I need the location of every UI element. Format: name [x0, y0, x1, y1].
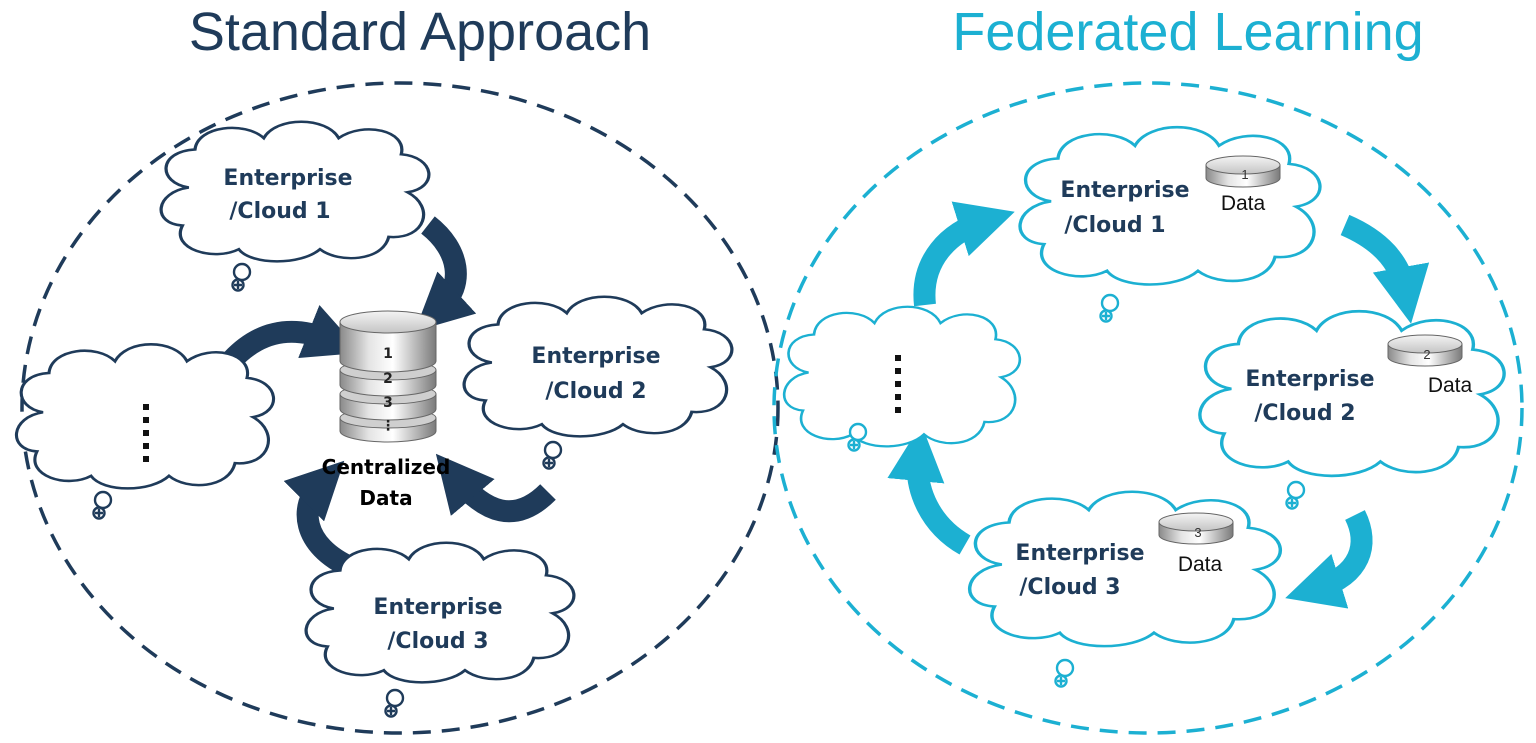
standard-cloud-2-label-line1: Enterprise [531, 344, 660, 369]
central-database-icon [339, 310, 437, 443]
standard-cloud-2-label-line2: /Cloud 2 [545, 379, 646, 404]
central-disk-label-3: 3 [383, 395, 393, 411]
arrow-c1-to-central [414, 216, 477, 332]
federated-cloud-3 [967, 490, 1283, 648]
federated-cloud-2-label-line2: /Cloud 2 [1254, 401, 1355, 426]
standard-cloud-dots-bubble-icon [92, 490, 113, 520]
federated-cloud-1-bubble-icon [1099, 293, 1120, 323]
federated-cloud-3-disk-number: 3 [1194, 525, 1201, 540]
federated-cloud-3-data-label: Data [1178, 553, 1223, 576]
central-label-line2: Data [359, 486, 412, 510]
central-disk-label-4: ⋮ [381, 418, 395, 434]
standard-cloud-1-bubble-icon [231, 262, 252, 292]
central-label-line1: Centralized [322, 455, 451, 479]
federated-cloud-3-bubble-icon [1054, 658, 1075, 688]
standard-title: Standard Approach [189, 2, 651, 62]
federated-cloud-1-disk-number: 1 [1241, 167, 1248, 182]
federated-cloud-1-data-label: Data [1221, 192, 1266, 215]
federated-cloud-2-data-label: Data [1428, 374, 1473, 397]
central-disk-label-1: 1 [383, 346, 393, 362]
federated-cloud-2-bubble-icon [1285, 480, 1306, 510]
standard-cloud-3-bubble-icon [384, 688, 405, 718]
arrow-cloud1-to-cloud2 [1340, 214, 1430, 324]
arrow-cloud2-to-cloud3 [1285, 510, 1373, 609]
arrow-c2-to-central [435, 453, 556, 523]
federated-panel: Federated Learning Enterprise /Cloud 1 1… [772, 2, 1524, 735]
arrow-dots-to-central [224, 304, 362, 368]
arrow-dots-to-cloud1 [913, 201, 1015, 307]
standard-cloud-3-label-line2: /Cloud 3 [387, 629, 488, 654]
arrow-cloud3-to-dots [887, 423, 971, 555]
standard-cloud-1-label-line2: /Cloud 1 [229, 199, 330, 224]
standard-ellipsis-icon [143, 404, 149, 462]
federated-cloud-1 [1018, 125, 1322, 287]
standard-cloud-3-label-line1: Enterprise [373, 595, 502, 620]
federated-cloud-2-disk-icon [1387, 334, 1463, 367]
federated-cloud-dots-bubble-icon [847, 422, 868, 452]
arrow-c3-to-central [283, 460, 357, 579]
standard-boundary [20, 81, 780, 735]
federated-cloud-1-disk-icon [1205, 155, 1281, 188]
federated-cloud-2-label-line1: Enterprise [1245, 367, 1374, 392]
federated-cloud-1-label-line2: /Cloud 1 [1064, 213, 1165, 238]
federated-cloud-3-label-line1: Enterprise [1015, 541, 1144, 566]
standard-cloud-dots [14, 342, 276, 490]
federated-cloud-1-label-line1: Enterprise [1060, 178, 1189, 203]
federated-title: Federated Learning [952, 2, 1423, 62]
federated-boundary [772, 81, 1524, 735]
standard-cloud-1 [159, 120, 431, 263]
federated-cloud-3-disk-icon [1158, 512, 1234, 545]
standard-cloud-1-label-line1: Enterprise [223, 166, 352, 191]
federated-cloud-dots [782, 305, 1022, 448]
federated-cloud-2-disk-number: 2 [1423, 347, 1430, 362]
standard-cloud-2-bubble-icon [542, 440, 563, 470]
central-disk-label-2: 2 [383, 371, 393, 387]
federated-cloud-3-label-line2: /Cloud 3 [1019, 575, 1120, 600]
standard-panel: Standard Approach Enterprise /Cloud 1 En… [14, 2, 780, 735]
federated-ellipsis-icon [895, 355, 901, 413]
